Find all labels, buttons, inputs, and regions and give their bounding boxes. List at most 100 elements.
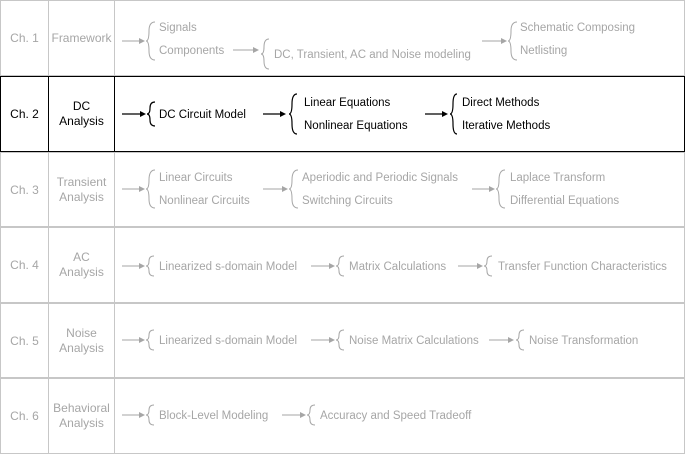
brace [335, 329, 345, 351]
chapter-number-cell: Ch. 5 [0, 303, 48, 378]
level2-item: Noise Matrix Calculations [349, 335, 479, 347]
chapter-title-cell: Noise Analysis [48, 303, 114, 378]
chapter-number-cell: Ch. 3 [0, 152, 48, 227]
arrowhead [329, 263, 335, 269]
topic-flow-diagram: Linearized s-domain Model Noise Matrix C… [122, 329, 638, 351]
brace [145, 255, 155, 277]
level1-item: Linearized s-domain Model [159, 335, 297, 347]
chapter-number: Ch. 4 [10, 258, 39, 272]
brace [449, 93, 458, 135]
topic-flow-diagram: Linear Circuits Nonlinear Circuits Aperi… [122, 169, 619, 209]
chapter-row-1: Ch. 1 Framework Signals Components DC, T… [0, 0, 685, 76]
level1-item: DC Circuit Model [159, 109, 246, 121]
brace [146, 101, 156, 127]
chapter-number-cell: Ch. 4 [0, 227, 48, 303]
chapter-title: DC Analysis [59, 99, 104, 128]
chapter-number: Ch. 5 [10, 333, 39, 348]
level1-item: Signals [159, 22, 197, 34]
level1-item: Nonlinear Circuits [159, 195, 250, 207]
level2-item: Switching Circuits [302, 195, 393, 207]
brace [288, 169, 299, 209]
arrowhead [477, 263, 483, 269]
chapter-title-cell: Framework [48, 0, 114, 76]
chapter-row-6: Ch. 6 Behavioral Analysis Block-Level Mo… [0, 378, 685, 454]
topic-flow-diagram: Signals Components DC, Transient, AC and… [122, 21, 635, 70]
topic-flow-diagram: Linearized s-domain Model Matrix Calcula… [122, 255, 667, 277]
level3-item: Laplace Transform [510, 172, 605, 184]
arrowhead [329, 337, 335, 343]
level2-item: DC, Transient, AC and Noise modeling [274, 49, 471, 61]
level2-item: Accuracy and Speed Tradeoff [320, 410, 472, 422]
level1-item: Block-Level Modeling [159, 410, 268, 422]
arrowhead [508, 337, 514, 343]
level3-item: Direct Methods [462, 97, 540, 109]
arrowhead [140, 111, 146, 117]
chapter-title: AC Analysis [59, 250, 104, 279]
brace [260, 38, 270, 70]
brace [145, 169, 156, 209]
chapter-number: Ch. 1 [10, 31, 39, 45]
brace [145, 404, 155, 426]
chapter-number-cell: Ch. 1 [0, 0, 48, 76]
brace [515, 329, 525, 351]
topic-flow-cell: Linearized s-domain Model Noise Matrix C… [114, 303, 685, 378]
chapter-number-cell: Ch. 6 [0, 378, 48, 454]
chapter-number: Ch. 6 [10, 409, 39, 423]
arrowhead [139, 412, 145, 418]
level1-item: Components [159, 45, 224, 57]
topic-flow-cell: Signals Components DC, Transient, AC and… [114, 0, 685, 76]
brace [483, 255, 493, 277]
arrowhead [489, 186, 495, 192]
chapter-title-cell: Transient Analysis [48, 152, 114, 227]
level3-item: Netlisting [520, 45, 567, 57]
level2-item: Matrix Calculations [349, 261, 446, 273]
level3-item: Transfer Function Characteristics [498, 261, 667, 273]
level3-item: Differential Equations [510, 195, 619, 207]
arrowhead [280, 111, 286, 117]
topic-flow-cell: Linear Circuits Nonlinear Circuits Aperi… [114, 152, 685, 227]
chapter-number-cell: Ch. 2 [0, 76, 48, 152]
level3-item: Schematic Composing [520, 22, 635, 34]
arrowhead [139, 38, 145, 44]
chapter-title: Framework [51, 30, 112, 45]
topic-flow-diagram: DC Circuit Model Linear Equations Nonlin… [122, 93, 550, 135]
chapter-row-2: Ch. 2 DC Analysis DC Circuit Model Linea… [0, 76, 685, 152]
topic-flow-cell: Block-Level Modeling Accuracy and Speed … [114, 378, 685, 454]
level1-item: Linearized s-domain Model [159, 261, 297, 273]
chapter-title-cell: Behavioral Analysis [48, 378, 114, 454]
arrowhead [282, 186, 288, 192]
brace [306, 404, 316, 426]
level3-item: Noise Transformation [529, 335, 638, 347]
arrowhead [442, 111, 448, 117]
arrowhead [139, 337, 145, 343]
chapter-number: Ch. 2 [10, 107, 39, 121]
chapter-row-4: Ch. 4 AC Analysis Linearized s-domain Mo… [0, 227, 685, 303]
level1-item: Linear Circuits [159, 172, 233, 184]
chapter-title-cell: DC Analysis [48, 76, 114, 152]
brace [495, 169, 506, 209]
arrowhead [139, 263, 145, 269]
topic-flow-diagram: Block-Level Modeling Accuracy and Speed … [122, 404, 472, 426]
chapter-row-3: Ch. 3 Transient Analysis Linear Circuits… [0, 152, 685, 227]
brace [335, 255, 345, 277]
arrowhead [501, 38, 507, 44]
level2-item: Linear Equations [304, 97, 391, 109]
brace [507, 21, 518, 61]
arrowhead [300, 412, 306, 418]
topic-flow-cell: Linearized s-domain Model Matrix Calcula… [114, 227, 685, 303]
chapter-number: Ch. 3 [10, 182, 39, 197]
level2-item: Nonlinear Equations [304, 120, 408, 132]
level3-item: Iterative Methods [462, 120, 550, 132]
chapter-title-cell: AC Analysis [48, 227, 114, 303]
topic-flow-cell: DC Circuit Model Linear Equations Nonlin… [114, 76, 685, 152]
chapter-row-5: Ch. 5 Noise Analysis Linearized s-domain… [0, 303, 685, 378]
chapter-title: Behavioral Analysis [53, 401, 110, 430]
brace [145, 21, 156, 61]
brace [288, 93, 298, 135]
chapter-title: Transient Analysis [56, 174, 107, 204]
arrowhead [139, 186, 145, 192]
level2-item: Aperiodic and Periodic Signals [302, 172, 458, 184]
chapter-title: Noise Analysis [59, 325, 104, 355]
brace [145, 329, 155, 351]
arrowhead [253, 47, 259, 53]
